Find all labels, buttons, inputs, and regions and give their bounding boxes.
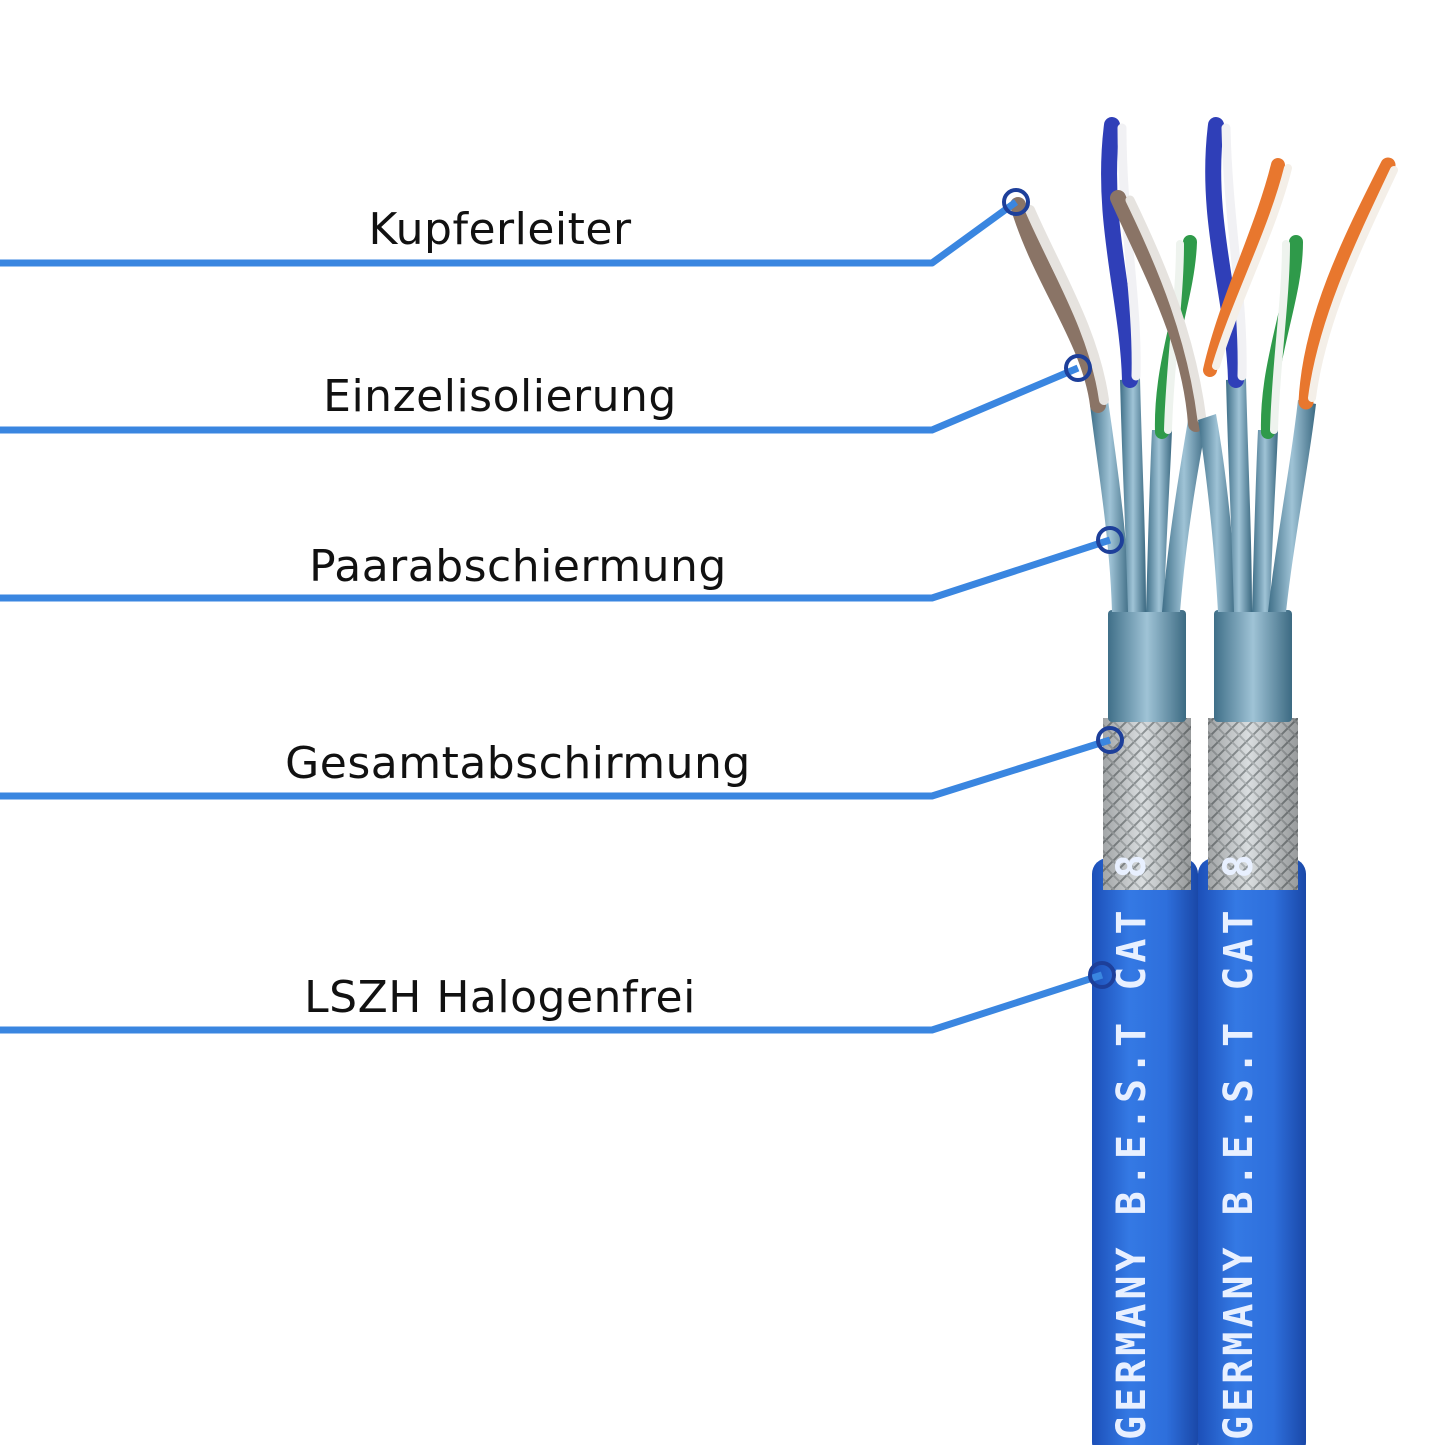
pair-shield-right-1	[1198, 414, 1236, 612]
label-gesamtabschirmung: Gesamtabschirmung	[285, 738, 751, 789]
marker-kupferleiter	[1002, 188, 1030, 216]
leader-line-lszh	[0, 971, 1104, 1034]
jacket-right	[1198, 858, 1306, 1445]
leader-line-gesamtabschirmung	[0, 736, 1112, 800]
wire-orange-right-2	[1298, 157, 1396, 410]
marker-paarabschiermung	[1096, 526, 1124, 554]
pair-shield-left-4	[1162, 420, 1206, 612]
wire-blue-left	[1101, 117, 1138, 388]
leader-line-paarabschiermung	[0, 536, 1112, 602]
wire-brown-left-2	[1110, 190, 1204, 432]
cable-print-left: GERMANY B.E.S.T CAT 8	[1109, 850, 1155, 1440]
marker-lszh	[1088, 961, 1116, 989]
label-kupferleiter: Kupferleiter	[368, 204, 632, 255]
pair-shield-left-2	[1120, 378, 1146, 612]
marker-einzelisolierung	[1064, 354, 1092, 382]
wire-blue-right	[1205, 117, 1244, 388]
pair-shield-right-2	[1226, 378, 1252, 612]
pair-shield-left-1	[1090, 400, 1130, 612]
marker-gesamtabschirmung	[1096, 726, 1124, 754]
jacket-left	[1092, 858, 1198, 1445]
pair-shield-right-4	[1268, 400, 1316, 612]
label-lszh: LSZH Halogenfrei	[304, 972, 696, 1023]
cable-right	[1198, 117, 1398, 1445]
wire-brown-left	[1010, 197, 1106, 413]
foil-sleeve-left	[1108, 610, 1186, 722]
pair-shield-left-3	[1146, 430, 1172, 612]
leader-line-einzelisolierung	[0, 364, 1080, 434]
leader-line-kupferleiter	[0, 199, 1019, 267]
wire-orange-right-1	[1203, 158, 1285, 377]
label-einzelisolierung: Einzelisolierung	[323, 371, 677, 422]
label-paarabschiermung: Paarabschiermung	[309, 541, 727, 592]
foil-sleeve-right	[1214, 610, 1292, 722]
cable-left	[1010, 117, 1207, 1445]
markers	[1002, 188, 1124, 989]
leader-lines	[0, 199, 1112, 1034]
cable-print-right: GERMANY B.E.S.T CAT 8	[1216, 850, 1262, 1440]
pair-shield-right-3	[1252, 430, 1278, 612]
